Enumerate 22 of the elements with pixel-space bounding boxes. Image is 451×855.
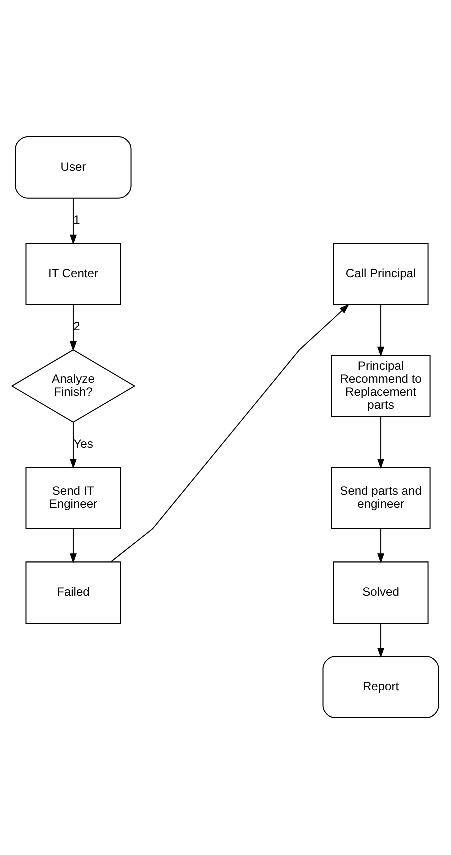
arrow [70, 305, 77, 352]
node-diamond: Analyze Finish? [11, 350, 136, 424]
node-box: Send parts and engineer [331, 467, 431, 530]
node-box: Failed [26, 562, 122, 624]
arrow [111, 304, 350, 562]
node-box: Solved [333, 562, 429, 624]
node-box: Principal Recommend to Replacement parts [331, 355, 431, 418]
edge-label: Yes [74, 437, 94, 452]
node-box: Call Principal [333, 243, 429, 306]
arrow [70, 198, 77, 245]
node-box: Send IT Engineer [26, 467, 122, 530]
node-box: User [15, 136, 132, 199]
arrow [378, 417, 385, 470]
arrow [378, 624, 385, 658]
arrow [70, 422, 77, 470]
edge-label: 2 [74, 320, 80, 334]
arrow [378, 305, 385, 357]
edge-label: 1 [74, 213, 80, 228]
node-box: Report [322, 656, 440, 718]
arrow [378, 529, 385, 564]
node-box: IT Center [26, 243, 122, 306]
arrow [70, 529, 77, 564]
